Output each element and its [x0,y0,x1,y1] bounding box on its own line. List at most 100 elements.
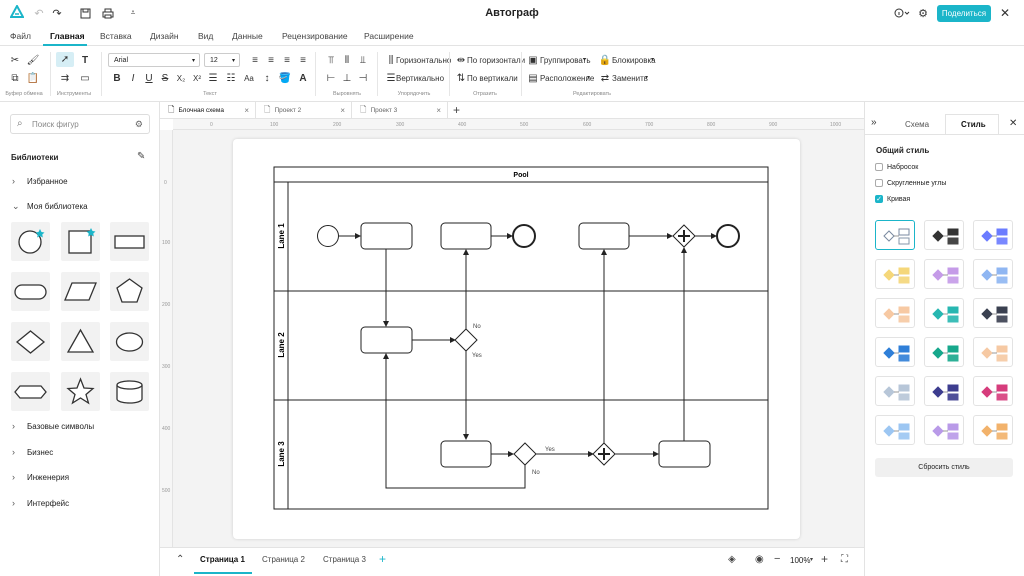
shape-hexagon[interactable] [11,372,50,411]
task-box[interactable] [360,326,413,354]
style-swatch[interactable] [973,415,1013,445]
style-swatch[interactable] [924,220,964,250]
zoom-level[interactable]: 100% [790,556,811,565]
close-icon[interactable]: ✕ [999,6,1011,20]
flip-vertical-button[interactable]: По вертикали [467,74,518,83]
format-painter-icon[interactable]: 🖌 [26,54,40,66]
shape-star[interactable] [61,372,100,411]
fill-color-icon[interactable]: 🪣 [278,72,292,84]
style-swatch[interactable] [973,220,1013,250]
position-button[interactable]: Расположение [540,74,595,83]
flip-horizontal-icon[interactable]: ⇹ [456,54,466,66]
reset-style-button[interactable]: Сбросить стиль [875,458,1013,477]
lock-button[interactable]: Блокировка [612,56,656,65]
chevron-right-icon[interactable]: › [12,421,15,431]
font-size-select[interactable]: 12▾ [204,53,240,67]
shape-triangle[interactable] [61,322,100,361]
chevron-right-icon[interactable]: › [12,447,15,457]
style-swatch[interactable] [973,298,1013,328]
library-my-library[interactable]: Моя библиотека [27,202,88,211]
connector-tool-icon[interactable]: ⇉ [60,72,70,84]
underline-icon[interactable]: U [145,72,153,84]
library-basic-symbols[interactable]: Базовые символы [27,422,95,431]
doc-tab-flowchart[interactable]: 🗋 Блочная схема × [160,102,256,119]
tab-scheme[interactable]: Схема [905,120,930,129]
menu-tab-review[interactable]: Рецензирование [282,31,348,41]
italic-icon[interactable]: I [131,72,135,84]
page-tab-2[interactable]: Страница 2 [262,555,305,564]
style-swatch[interactable] [924,415,964,445]
style-swatch[interactable] [973,376,1013,406]
subscript-icon[interactable]: X₂ [176,73,186,83]
align-h-center-icon[interactable]: ⊥ [342,72,352,84]
style-swatch[interactable] [924,298,964,328]
align-right-icon[interactable]: ≡ [284,54,290,66]
style-swatch[interactable] [924,337,964,367]
shape-ellipse[interactable] [110,322,149,361]
page-tab-1[interactable]: Страница 1 [200,555,245,564]
shape-rectangle[interactable] [110,222,149,261]
filter-settings-icon[interactable]: ⚙ [134,119,143,129]
lock-icon[interactable]: 🔒 [598,54,612,66]
task-box[interactable] [578,222,630,250]
style-swatch[interactable] [875,376,915,406]
bullet-list-icon[interactable]: ☰ [208,72,218,84]
replace-icon[interactable]: ⇄ [600,72,610,84]
shape-square[interactable] [61,222,100,261]
text-tool-icon[interactable]: T [81,54,89,66]
chevron-right-icon[interactable]: › [12,498,15,508]
option-rounded-label[interactable]: Скругленные углы [887,180,947,187]
style-swatch[interactable] [875,415,915,445]
close-tab-icon[interactable]: × [244,106,249,115]
text-case-icon[interactable]: Aa [244,73,254,83]
play-icon[interactable]: ◉ [755,554,764,565]
style-swatch[interactable] [875,259,915,289]
library-favorites[interactable]: Избранное [27,177,68,186]
flip-vertical-icon[interactable]: ⇅ [456,72,466,84]
menu-tab-view[interactable]: Вид [198,31,214,41]
add-tab-icon[interactable]: + [453,103,461,117]
shape-cylinder[interactable] [110,372,149,411]
font-family-select[interactable]: Arial▾ [108,53,200,67]
task-box[interactable] [360,222,413,250]
checkbox-rounded-corners[interactable] [875,179,883,187]
flip-horizontal-button[interactable]: По горизонтали [467,56,526,65]
add-page-icon[interactable]: + [379,552,387,566]
checkbox-curved-checked[interactable]: ✓ [875,195,883,203]
style-swatch[interactable] [973,259,1013,289]
align-top-icon[interactable]: ⫪ [328,54,334,66]
menu-tab-file[interactable]: Файл [10,31,31,41]
line-spacing-icon[interactable]: ↕ [264,72,270,84]
strikethrough-icon[interactable]: S [161,72,169,84]
doc-tab-project-2[interactable]: 🗋 Проект 2 × [256,102,352,119]
share-button[interactable]: Поделиться [937,5,991,22]
style-swatch[interactable] [875,220,915,250]
settings-gear-icon[interactable]: ⚙ [918,7,928,20]
bold-icon[interactable]: B [113,72,121,84]
tab-style[interactable]: Стиль [961,120,986,129]
close-panel-icon[interactable]: ✕ [1009,118,1018,129]
quick-access-menu-icon[interactable]: ⩡ [130,8,136,17]
paste-icon[interactable]: 📋 [26,72,40,84]
style-swatch[interactable] [924,376,964,406]
group-icon[interactable]: ▣ [528,54,538,66]
menu-tab-insert[interactable]: Вставка [100,31,132,41]
chevron-right-icon[interactable]: › [12,176,15,186]
menu-tab-design[interactable]: Дизайн [150,31,179,41]
option-curved-label[interactable]: Кривая [887,196,911,203]
align-center-icon[interactable]: ≡ [268,54,274,66]
replace-dropdown-icon[interactable]: ▾ [645,75,649,81]
numbered-list-icon[interactable]: ☷ [226,72,236,84]
doc-tab-project-3[interactable]: 🗋 Проект 3 × [352,102,448,119]
library-engineering[interactable]: Инженерия [27,473,70,482]
end-event[interactable] [512,224,536,248]
diagram-page[interactable]: Pool Lane 1 Lane 2 Lane 3 No [233,139,800,539]
chevron-down-icon[interactable]: ⌄ [12,201,20,211]
menu-tab-data[interactable]: Данные [232,31,263,41]
task-box[interactable] [440,440,492,468]
shape-circle[interactable] [11,222,50,261]
library-interface[interactable]: Интерфейс [27,499,70,508]
fullscreen-icon[interactable]: ⛶ [841,554,848,565]
menu-tab-extensions[interactable]: Расширение [364,31,414,41]
end-event[interactable] [716,224,740,248]
